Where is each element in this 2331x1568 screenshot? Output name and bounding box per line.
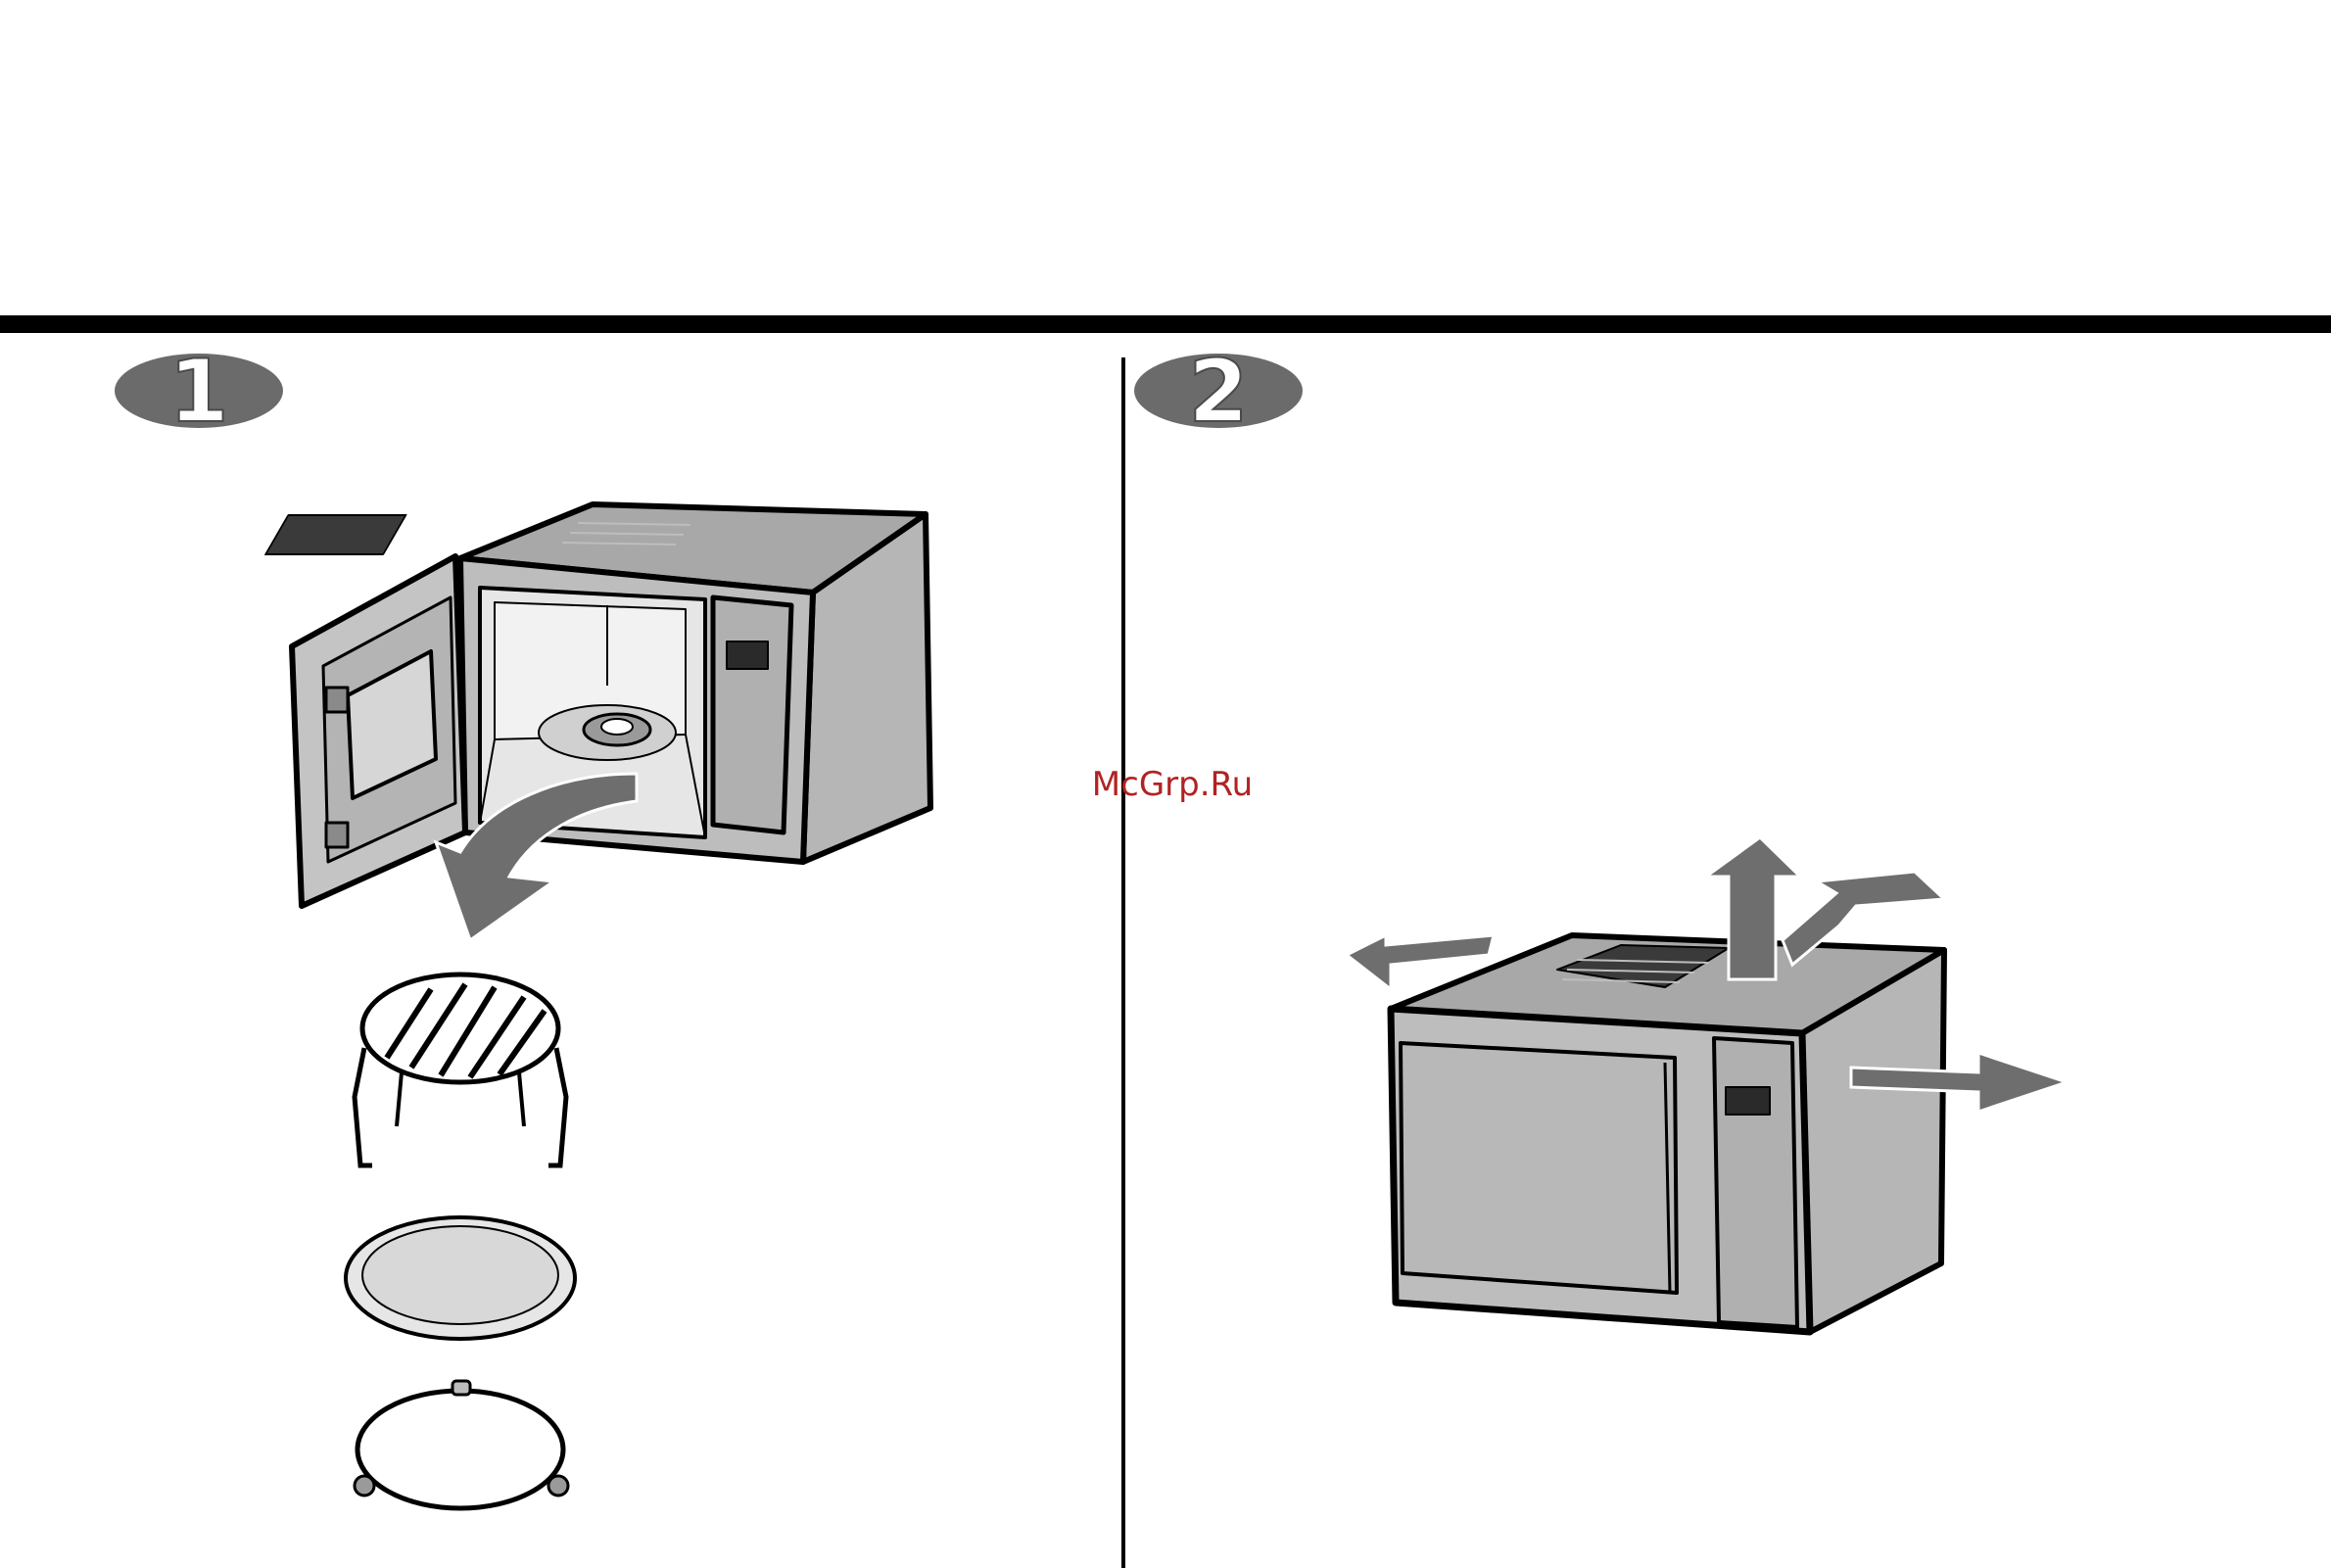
center-divider (1121, 357, 1125, 1568)
glass-turntable-tray-illustration (346, 1217, 575, 1339)
step-badge-2: 2 (1134, 341, 1303, 442)
watermark-text: McGrp.Ru (1092, 765, 1253, 804)
step-badge-1: 1 (115, 341, 283, 442)
microwave-closed-illustration (1391, 935, 1944, 1332)
grill-rack-illustration (355, 974, 566, 1165)
top-rule (0, 315, 2331, 333)
top-vent-grille (265, 515, 405, 554)
roller-ring-illustration (355, 1381, 568, 1508)
microwave-open-door-illustration (265, 504, 930, 906)
step-number-2: 2 (1188, 341, 1248, 442)
step-number-1: 1 (168, 341, 228, 442)
